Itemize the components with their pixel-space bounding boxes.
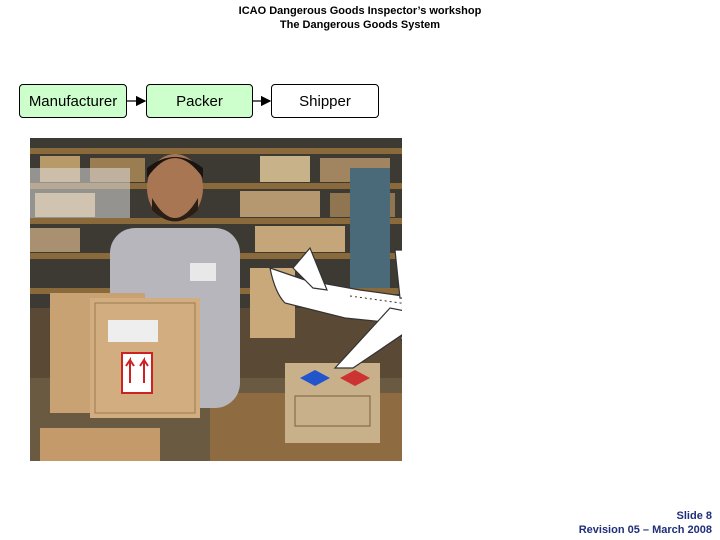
warehouse-photo xyxy=(30,138,402,461)
flow-node-shipper: Shipper xyxy=(271,84,379,118)
slide-header: ICAO Dangerous Goods Inspector’s worksho… xyxy=(0,4,720,32)
slide-footer: Slide 8 Revision 05 – March 2008 xyxy=(579,509,712,537)
revision-date: Revision 05 – March 2008 xyxy=(578,524,712,536)
airplane-icon xyxy=(269,246,402,369)
header-line-1: ICAO Dangerous Goods Inspector’s worksho… xyxy=(238,5,482,17)
header-line-2: The Dangerous Goods System xyxy=(279,19,441,31)
flow-node-packer: Packer xyxy=(146,84,253,118)
flow-node-manufacturer-label: Manufacturer xyxy=(28,92,118,110)
warehouse-shelves xyxy=(30,148,402,294)
flow-node-manufacturer: Manufacturer xyxy=(19,84,127,118)
warehouse-scene-illustration xyxy=(30,138,402,461)
flow-node-packer-label: Packer xyxy=(176,92,223,110)
flow-node-shipper-label: Shipper xyxy=(299,92,351,110)
slide-number: Slide 8 xyxy=(676,510,712,522)
